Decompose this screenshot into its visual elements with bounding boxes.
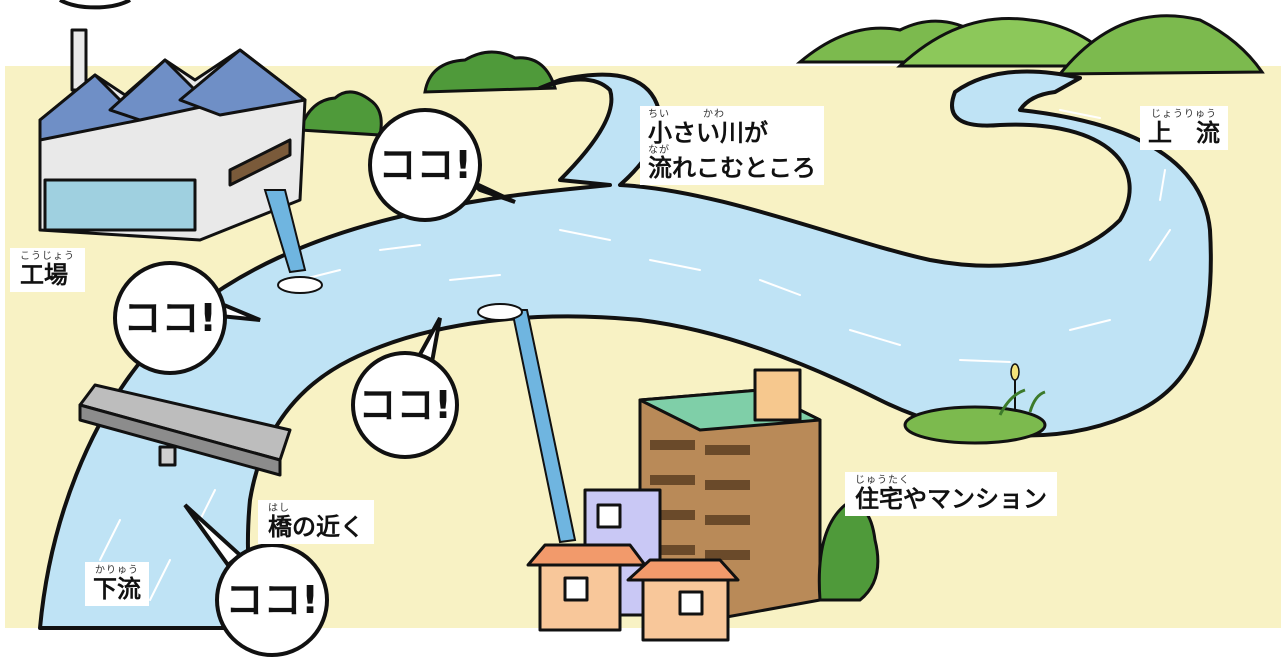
river-bubble-text: ココ!	[358, 383, 451, 427]
bridge-text: 橋の近く	[268, 512, 364, 541]
bridge	[78, 383, 292, 477]
downstream-bubble: ココ!	[183, 503, 329, 657]
bridge-ruby: はし	[268, 503, 290, 514]
tributary-line-2: 流れこむところ	[648, 154, 816, 183]
houses-label: じゅうたく 住宅やマンション	[845, 472, 1057, 516]
river-bubble: ココ!	[351, 317, 459, 459]
island	[903, 363, 1047, 445]
bridge-label: はし 橋の近く	[258, 500, 374, 544]
drain-pipes	[263, 189, 577, 544]
houses-ruby: じゅうたく	[855, 475, 910, 486]
downstream-text: 下流	[93, 574, 141, 603]
tributary-line-1: 小さい川が	[648, 118, 768, 147]
upstream-label: じょうりゅう 上 流	[1140, 106, 1228, 150]
downstream-label: かりゅう 下流	[85, 562, 149, 606]
bridge-bubble: ココ!	[113, 261, 261, 375]
upstream-ruby: じょうりゅう	[1151, 109, 1217, 120]
downstream-ruby: かりゅう	[95, 565, 139, 576]
factory-text: 工場	[20, 260, 68, 289]
hills	[795, 14, 1265, 76]
tributary-ruby-1: ちい かわ	[648, 109, 725, 120]
upstream-text: 上 流	[1148, 118, 1220, 147]
tributary-label: ちい かわ 小さい川が なが 流れこむところ	[640, 106, 824, 186]
factory-bubble: ココ!	[368, 108, 516, 222]
river	[38, 69, 1213, 630]
bridge-bubble-text: ココ!	[123, 296, 216, 340]
bush-top	[423, 50, 558, 94]
houses	[526, 488, 740, 642]
factory-ruby: こうじょう	[20, 251, 75, 262]
factory-bubble-text: ココ!	[378, 143, 471, 187]
factory	[38, 28, 307, 242]
top-bubble	[59, 0, 131, 10]
bush-factory	[297, 90, 383, 137]
houses-text: 住宅やマンション	[855, 484, 1047, 513]
tributary-ruby-2: なが	[648, 144, 670, 156]
downstream-bubble-text: ココ!	[225, 578, 318, 622]
factory-label: こうじょう 工場	[10, 248, 85, 292]
